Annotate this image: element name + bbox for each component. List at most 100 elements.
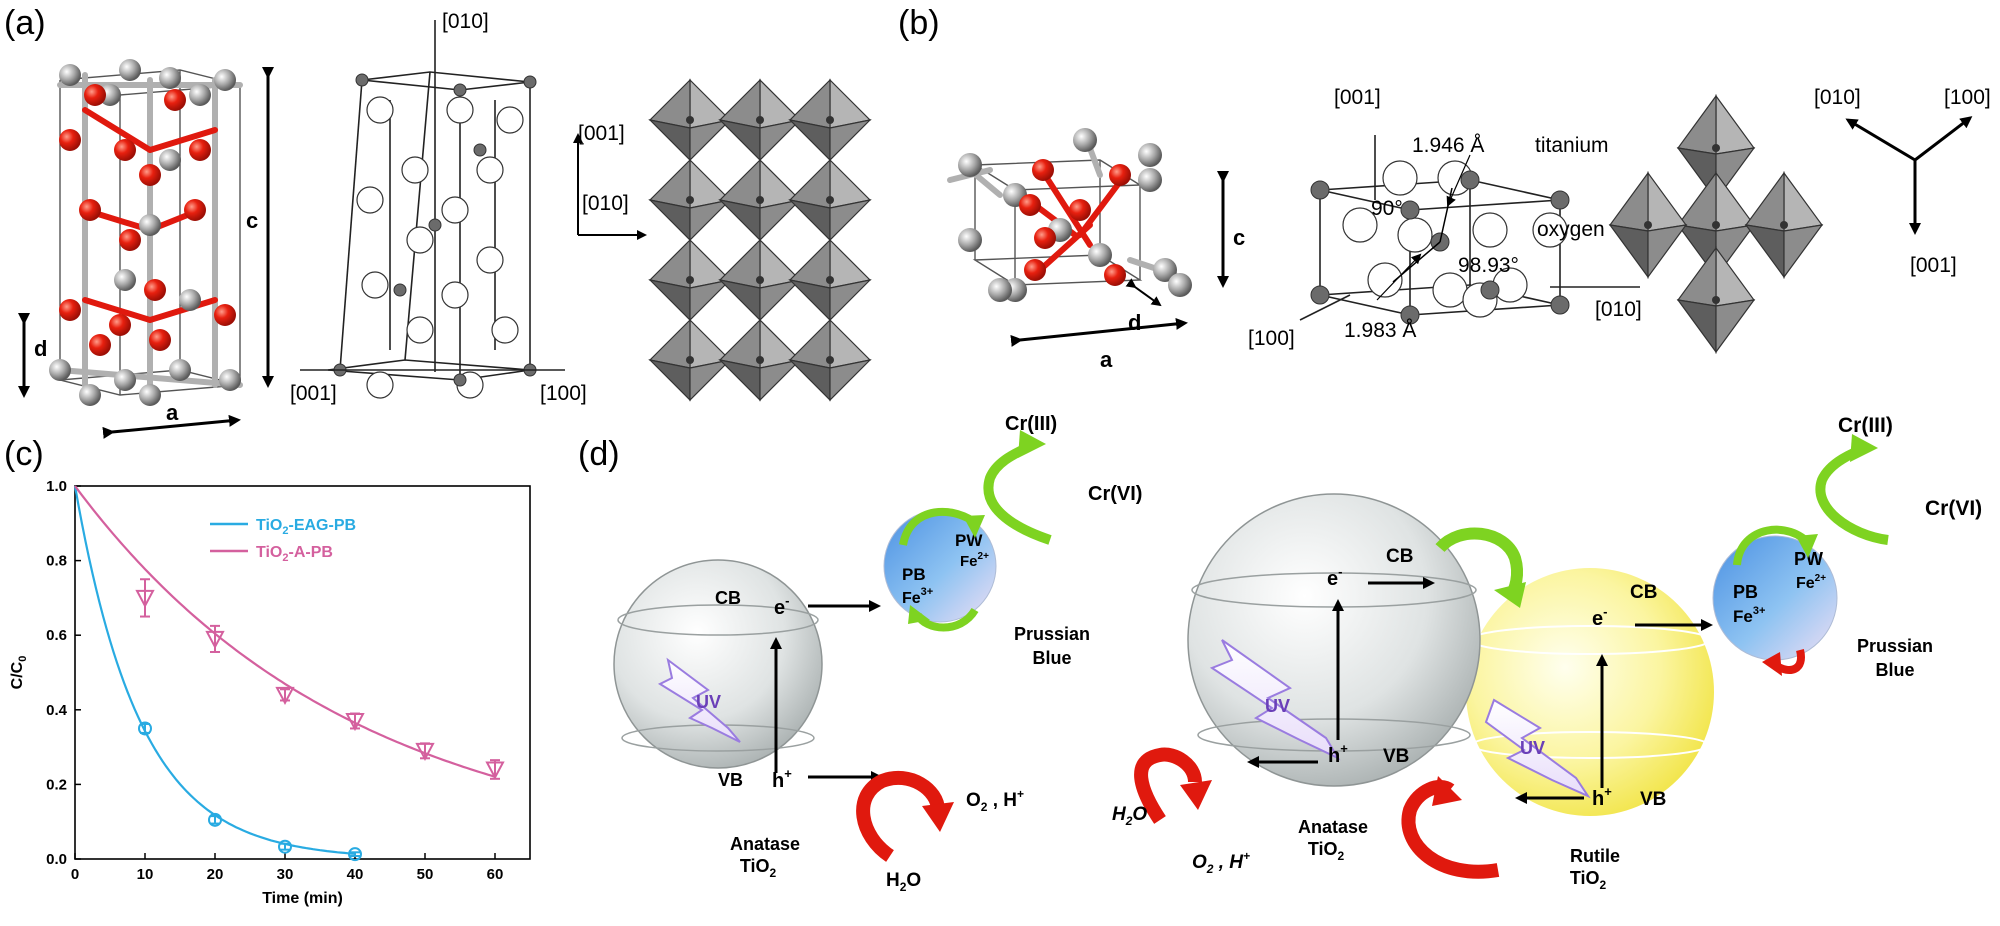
- data-point-a: [135, 589, 155, 609]
- data-point-eag: [208, 812, 222, 827]
- octahedron: [1744, 171, 1824, 279]
- x-tick-label: 50: [417, 866, 434, 883]
- octahedron: [648, 158, 732, 242]
- octahedron: [648, 238, 732, 322]
- b-dir-001: [001]: [1334, 86, 1381, 109]
- data-point-a: [275, 686, 295, 706]
- y-tick-label: 1.0: [46, 478, 67, 495]
- b-dir-100: [100]: [1248, 327, 1295, 350]
- x-tick-label: 20: [207, 866, 224, 883]
- b-lattice-c: c: [1233, 225, 1245, 250]
- cr6-label-right: Cr(VI): [1925, 497, 1982, 520]
- panel-b-octahedra: [010] [100] [001]: [1608, 86, 1991, 354]
- cb-label-left: CB: [715, 588, 741, 608]
- panel-label-d: (d): [578, 435, 620, 473]
- electron-rutile: e-: [1592, 604, 1607, 630]
- pw-label-right: PW: [1794, 549, 1823, 569]
- octahedron: [648, 318, 732, 402]
- a-dir-010-top: [010]: [442, 10, 489, 33]
- legend-label-eag: TiO2-EAG-PB: [256, 517, 356, 537]
- pw-label-left: PW: [955, 531, 983, 550]
- octahedron: [788, 238, 872, 322]
- uv-bolt-right-1: [1209, 639, 1341, 761]
- panel-a-wireframe: [010] [001] [100]: [290, 10, 587, 405]
- electron-anatase-right: e-: [1327, 564, 1342, 590]
- y-tick-label: 0.0: [46, 851, 67, 868]
- b-axes-010: [010]: [1814, 86, 1861, 109]
- x-axis-label: Time (min): [262, 890, 343, 907]
- h2o-label-left: H2O: [886, 870, 921, 894]
- fe3-label-right: Fe3+: [1733, 605, 1765, 626]
- octahedron: [718, 78, 802, 162]
- panel-b-ball-stick: c d a: [947, 128, 1245, 372]
- o2-label-left: O2 , H+: [966, 787, 1024, 814]
- uv-label-right-1: UV: [1265, 696, 1290, 716]
- b-angle-90: 90°: [1371, 197, 1403, 220]
- octahedron: [1608, 171, 1688, 279]
- data-point-a: [345, 712, 365, 732]
- uv-bolt-right-2: [1484, 698, 1591, 799]
- uv-label-right-2: UV: [1520, 738, 1545, 758]
- octahedron: [718, 318, 802, 402]
- panel-b-wireframe: [001] [100] [010] 1.946 Å 1.983 Å 90° 98…: [1248, 86, 1642, 350]
- panel-label-c: (c): [4, 435, 44, 473]
- rutile-sphere: [1466, 568, 1714, 816]
- fe3-label-left: Fe3+: [902, 586, 933, 607]
- b-axes-100: [100]: [1944, 86, 1991, 109]
- cr6-label-left: Cr(VI): [1088, 483, 1142, 505]
- o2-label-right: O2 , H+: [1192, 849, 1250, 876]
- b-label-titanium: titanium: [1535, 134, 1609, 157]
- y-axis-label: C/C0: [9, 656, 29, 690]
- fit-line-eag: [73, 485, 356, 855]
- data-point-a: [485, 761, 505, 780]
- plot-frame: [74, 485, 531, 860]
- octahedron: [648, 78, 732, 162]
- uv-bolt-left: [657, 657, 741, 743]
- fe2-label-left: Fe2+: [960, 551, 989, 570]
- x-tick-label: 40: [347, 866, 364, 883]
- pb-label-right: PB: [1733, 582, 1758, 602]
- uv-label-left: UV: [696, 692, 721, 712]
- hole-rutile: h+: [1592, 784, 1612, 810]
- a-lattice-c: c: [246, 208, 258, 233]
- cb-rutile: CB: [1630, 582, 1657, 603]
- y-tick-label: 0.8: [46, 553, 67, 570]
- b-bond-1983: 1.983 Å: [1344, 319, 1416, 342]
- fe2-label-right: Fe2+: [1796, 573, 1826, 592]
- b-angle-9893: 98.93°: [1458, 254, 1519, 277]
- vb-label-left: VB: [718, 770, 743, 790]
- octahedron: [788, 318, 872, 402]
- a-dir-001-bottom: [001]: [290, 382, 337, 405]
- data-point-eag: [138, 721, 152, 736]
- chart-legend: TiO2-EAG-PB TiO2-A-PB: [210, 517, 356, 564]
- hole-anatase-right: h+: [1328, 741, 1348, 767]
- x-tick-label: 60: [487, 866, 504, 883]
- anatase-sphere-left: [613, 559, 823, 769]
- a-lattice-d: d: [34, 336, 47, 361]
- b-axes-001: [001]: [1910, 254, 1957, 277]
- octahedron: [718, 238, 802, 322]
- a-dir-100-bottom: [100]: [540, 382, 587, 405]
- pb-label-left: PB: [902, 565, 926, 584]
- data-point-eag: [278, 839, 292, 854]
- vb-rutile: VB: [1640, 789, 1666, 810]
- a-dir-001-arrow: [001]: [578, 122, 625, 145]
- data-point-a: [205, 630, 225, 650]
- b-label-oxygen: oxygen: [1537, 218, 1605, 241]
- h2o-label-right: H2O: [1112, 804, 1147, 828]
- x-tick-label: 10: [137, 866, 154, 883]
- y-tick-label: 0.4: [46, 702, 68, 719]
- x-tick-label: 30: [277, 866, 294, 883]
- electron-left: e-: [774, 593, 789, 619]
- octahedron: [788, 78, 872, 162]
- legend-label-a: TiO2-A-PB: [256, 544, 333, 564]
- cr3-label-left: Cr(III): [1005, 413, 1057, 435]
- octahedron: [788, 158, 872, 242]
